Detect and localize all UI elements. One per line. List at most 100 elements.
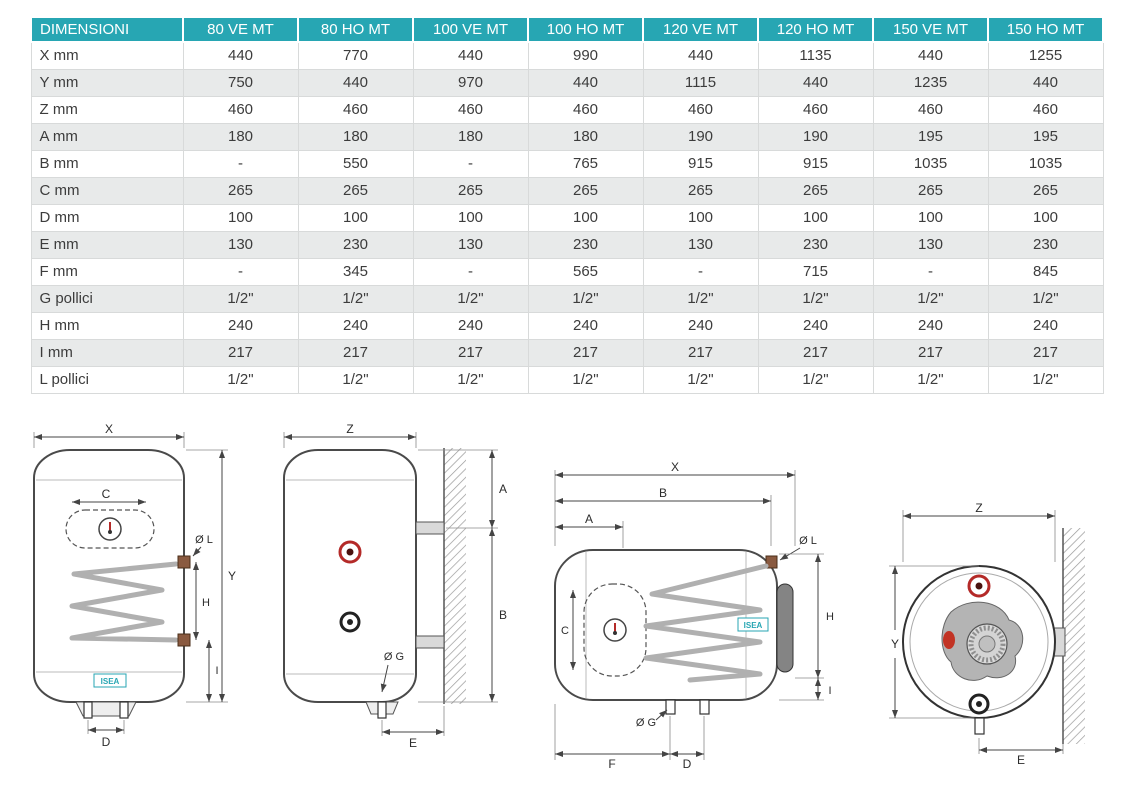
cell-value: 460 — [757, 95, 874, 124]
end-bracket — [776, 583, 794, 672]
dimension-diameter-l: Ø L — [780, 535, 817, 560]
dim-label-c: C — [561, 625, 569, 637]
cell-value: 460 — [987, 95, 1104, 124]
col-header: 80 VE MT — [182, 16, 299, 43]
cell-value: 1/2" — [872, 365, 989, 394]
col-header: 100 VE MT — [412, 16, 529, 43]
cell-value: 1/2" — [987, 284, 1104, 313]
cell-value: 100 — [872, 203, 989, 232]
cell-value: 130 — [642, 230, 759, 259]
bottom-connections — [665, 698, 710, 715]
lower-coil-fitting — [177, 633, 191, 646]
cell-value: 845 — [987, 257, 1104, 286]
cell-value: - — [412, 149, 529, 178]
flange-area — [583, 582, 647, 677]
cell-value: 130 — [412, 230, 529, 259]
cell-value: 230 — [527, 230, 644, 259]
cell-value: 1/2" — [527, 365, 644, 394]
cell-value: 1235 — [872, 68, 989, 97]
row-label: G pollici — [30, 284, 184, 313]
dark-port-icon — [339, 611, 361, 632]
cell-value: 180 — [182, 122, 299, 151]
cell-value: 265 — [642, 176, 759, 205]
cell-value: 1/2" — [297, 284, 414, 313]
cell-value: 100 — [297, 203, 414, 232]
dim-label-diameter-g: Ø G — [384, 651, 404, 663]
cell-value: 180 — [527, 122, 644, 151]
cell-value: 100 — [412, 203, 529, 232]
cell-value: 440 — [527, 68, 644, 97]
row-label: A mm — [30, 122, 184, 151]
cell-value: 240 — [297, 311, 414, 340]
col-header: 150 HO MT — [987, 16, 1104, 43]
cell-value: 1/2" — [642, 284, 759, 313]
dim-label-h: H — [202, 597, 210, 609]
cell-value: 217 — [412, 338, 529, 367]
dim-label-h: H — [826, 611, 834, 623]
cell-value: 100 — [987, 203, 1104, 232]
cell-value: 550 — [297, 149, 414, 178]
cell-value: 1255 — [987, 41, 1104, 70]
dim-label-z: Z — [975, 502, 982, 515]
table-row: F mm-345-565-715-845 — [30, 257, 1104, 286]
cell-value: 217 — [987, 338, 1104, 367]
figure-vertical-front: X C Ø L — [33, 422, 236, 749]
col-header: 100 HO MT — [527, 16, 644, 43]
dim-label-y: Y — [228, 569, 236, 583]
cell-value: 217 — [297, 338, 414, 367]
dim-label-d: D — [683, 757, 692, 771]
cell-value: 240 — [987, 311, 1104, 340]
isea-logo-text: ISEA — [101, 677, 120, 686]
cell-value: 1/2" — [527, 284, 644, 313]
dimension-x: X — [554, 462, 796, 546]
cell-value: 1/2" — [642, 365, 759, 394]
cell-value: 100 — [527, 203, 644, 232]
cell-value: 195 — [872, 122, 989, 151]
col-header: 150 VE MT — [872, 16, 989, 43]
upper-coil-fitting — [765, 555, 778, 568]
bottom-connection — [364, 700, 399, 719]
dim-label-y: Y — [891, 637, 899, 651]
cell-value: 100 — [757, 203, 874, 232]
col-header: 120 HO MT — [757, 16, 874, 43]
cell-value: 100 — [182, 203, 299, 232]
cell-value: 190 — [642, 122, 759, 151]
dimension-z: Z — [283, 422, 417, 448]
dimension-e: E — [978, 737, 1064, 767]
row-label: C mm — [30, 176, 184, 205]
dimension-i: I — [779, 677, 832, 700]
cell-value: 100 — [642, 203, 759, 232]
row-label: E mm — [30, 230, 184, 259]
dimension-c: C — [561, 589, 577, 670]
isea-logo-text: ISEA — [744, 621, 763, 630]
cell-value: - — [182, 149, 299, 178]
dark-port-icon — [968, 693, 990, 714]
cell-value: 1035 — [872, 149, 989, 178]
dim-label-a: A — [499, 482, 507, 496]
dim-label-b: B — [659, 486, 667, 500]
cell-value: - — [412, 257, 529, 286]
row-label: D mm — [30, 203, 184, 232]
dimension-diameter-g: Ø G — [636, 709, 668, 729]
cell-value: 217 — [642, 338, 759, 367]
col-header-dimensioni: DIMENSIONI — [30, 16, 184, 43]
cell-value: 460 — [872, 95, 989, 124]
dim-label-diameter-g: Ø G — [636, 717, 656, 729]
cell-value: 230 — [297, 230, 414, 259]
cell-value: 1/2" — [297, 365, 414, 394]
cell-value: 715 — [757, 257, 874, 286]
cell-value: 1/2" — [182, 284, 299, 313]
cell-value: 265 — [527, 176, 644, 205]
figure-horizontal-end: Z — [888, 502, 1085, 767]
dimension-i: I — [206, 639, 219, 702]
cell-value: 750 — [182, 68, 299, 97]
dimension-e: E — [381, 705, 445, 750]
cell-value: 765 — [527, 149, 644, 178]
dimension-h: H — [193, 561, 210, 640]
